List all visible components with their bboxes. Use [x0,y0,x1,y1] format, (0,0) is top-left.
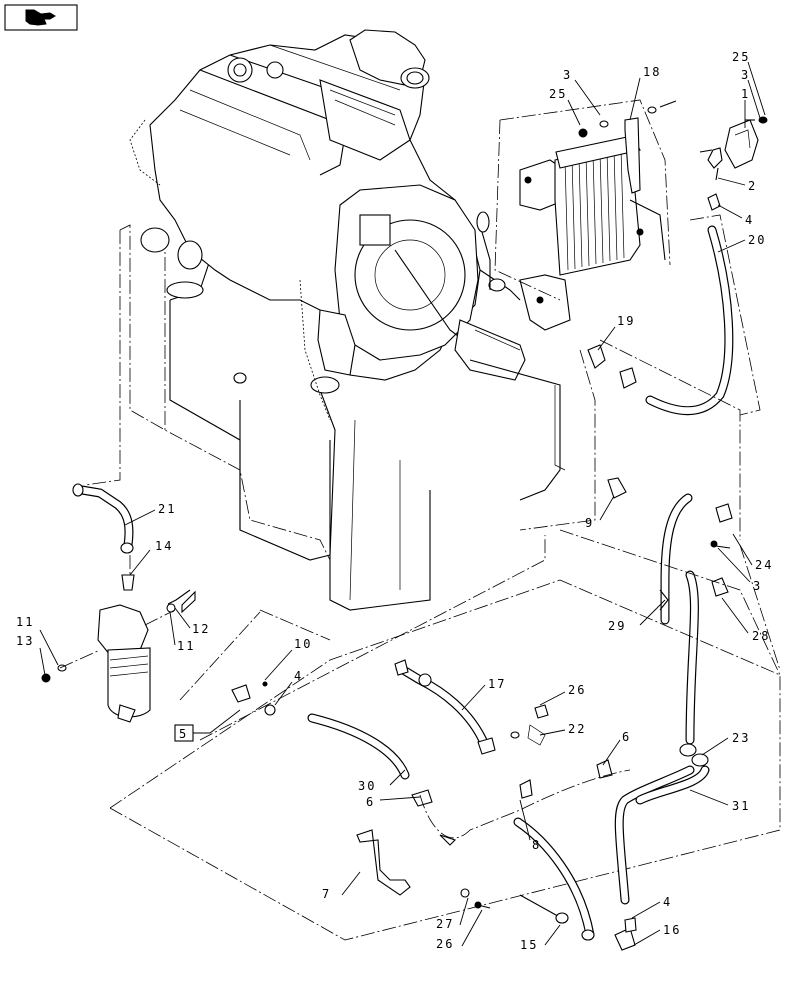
nav-icon-button[interactable] [4,4,78,31]
callout-24[interactable]: 24 [755,558,773,572]
callout-25[interactable]: 25 [732,50,750,64]
callout-5-box[interactable]: 5 [174,709,241,742]
callouts: 1 3 25 2 4 20 3 25 18 19 9 24 [16,50,773,952]
callout-8[interactable]: 8 [532,838,541,852]
callout-23[interactable]: 23 [732,731,750,745]
callout-19[interactable]: 19 [617,314,635,328]
fuel-filter-group [41,483,196,723]
callout-13[interactable]: 13 [16,634,34,648]
callout-11-left[interactable]: 11 [16,615,34,629]
fitting-group-mid-right [519,339,781,745]
callout-14[interactable]: 14 [155,539,173,553]
callout-16[interactable]: 16 [663,923,681,937]
callout-25-top[interactable]: 25 [549,87,567,101]
callout-27[interactable]: 27 [436,917,454,931]
callout-18[interactable]: 18 [643,65,661,79]
callout-20[interactable]: 20 [748,233,766,247]
callout-21[interactable]: 21 [158,502,176,516]
callout-15[interactable]: 15 [520,938,538,952]
callout-2[interactable]: 2 [748,179,757,193]
lower-hose-assembly [109,535,781,951]
callout-31[interactable]: 31 [732,799,750,813]
callout-10[interactable]: 10 [294,637,312,651]
callout-6-right[interactable]: 6 [622,730,631,744]
callout-26[interactable]: 26 [568,683,586,697]
callout-30[interactable]: 30 [358,779,376,793]
callout-12[interactable]: 12 [192,622,210,636]
callout-5[interactable]: 5 [179,727,188,741]
oil-cooler [494,99,677,301]
callout-9[interactable]: 9 [585,516,594,530]
callout-4-lower[interactable]: 4 [294,669,303,683]
callout-22[interactable]: 22 [568,722,586,736]
callout-17[interactable]: 17 [488,677,506,691]
callout-7[interactable]: 7 [322,887,331,901]
callout-26-bottom[interactable]: 26 [436,937,454,951]
callout-29[interactable]: 29 [608,619,626,633]
callout-28[interactable]: 28 [752,629,770,643]
callout-3[interactable]: 3 [741,68,750,82]
callout-3-top[interactable]: 3 [563,68,572,82]
hand-pointer-icon [25,9,56,26]
callout-11-right[interactable]: 11 [177,639,195,653]
callout-4[interactable]: 4 [745,213,754,227]
callout-6-left[interactable]: 6 [366,795,375,809]
engine-assembly [84,29,571,611]
fitting-group-upper-right [645,116,768,416]
callout-3-mid[interactable]: 3 [753,579,762,593]
callout-1[interactable]: 1 [741,87,750,101]
callout-4-bottom[interactable]: 4 [663,895,672,909]
